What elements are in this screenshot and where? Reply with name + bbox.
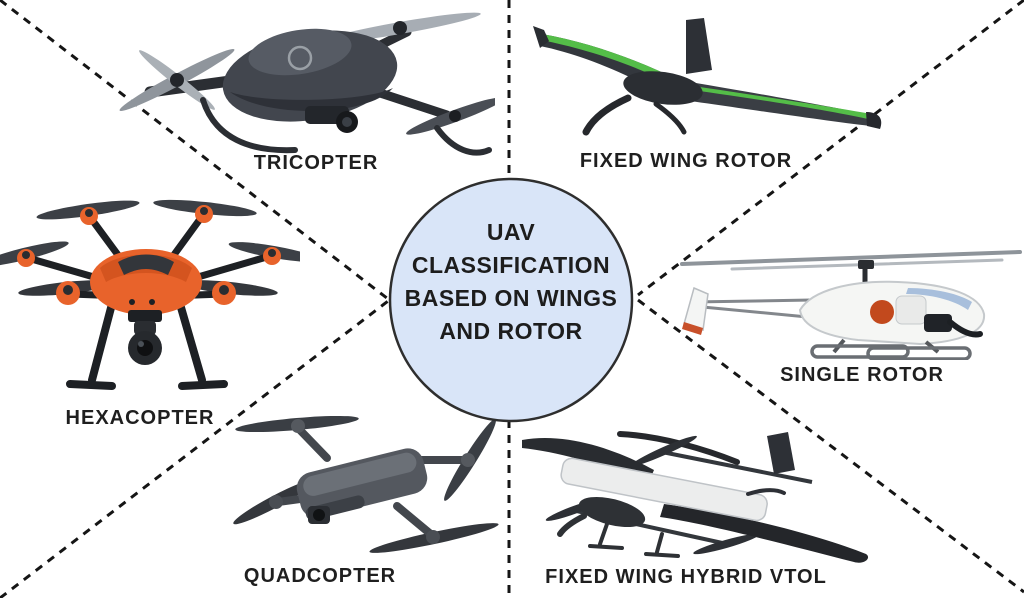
label-hexacopter: HEXACOPTER xyxy=(65,407,215,429)
label-quadcopter: QUADCOPTER xyxy=(243,565,397,587)
label-fixed-wing-hybrid-vtol: FIXED WING HYBRID VTOL xyxy=(545,566,827,588)
single-rotor-helicopter-image xyxy=(680,250,1022,360)
label-single-rotor: SINGLE ROTOR xyxy=(780,364,944,386)
hexacopter-drone-image xyxy=(0,199,300,390)
diagram-title-line-4: AND ROTOR xyxy=(439,318,583,344)
divider-bottom-right-diagonal xyxy=(637,298,1024,594)
diagram-title: UAV CLASSIFICATION BASED ON WINGS AND RO… xyxy=(391,216,631,348)
diagram-title-line-3: BASED ON WINGS xyxy=(404,285,618,311)
divider-top-right-diagonal xyxy=(637,0,1024,297)
label-fixed-wing-rotor: FIXED WING ROTOR xyxy=(579,150,793,172)
diagram-title-line-2: CLASSIFICATION xyxy=(411,252,611,278)
divider-bottom-left-diagonal xyxy=(0,296,393,598)
center-circle-shape xyxy=(388,177,634,423)
fixed-wing-rotor-drone-image xyxy=(533,18,882,136)
fixed-wing-hybrid-vtol-drone-image xyxy=(522,431,869,563)
label-tricopter: TRICOPTER xyxy=(253,152,379,174)
quadcopter-drone-image xyxy=(233,415,499,553)
diagram-title-line-1: UAV xyxy=(486,219,536,245)
tricopter-drone-image xyxy=(119,12,495,156)
divider-top-left-diagonal xyxy=(0,0,393,304)
